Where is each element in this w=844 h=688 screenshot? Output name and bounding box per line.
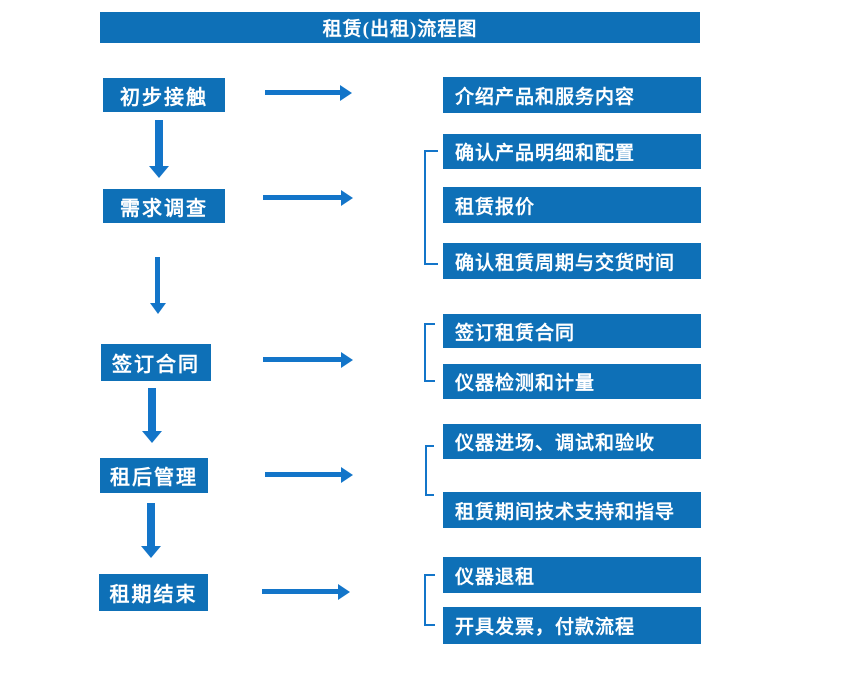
output-box-instrument-inspection: 仪器检测和计量 xyxy=(443,364,701,399)
group-bracket-post-rental xyxy=(425,445,434,496)
output-box-introduce-products: 介绍产品和服务内容 xyxy=(443,77,701,113)
output-box-instrument-return: 仪器退租 xyxy=(443,557,701,593)
group-bracket-rental-end xyxy=(424,574,435,626)
stage-box-rental-end: 租期结束 xyxy=(99,574,208,611)
output-box-confirm-rental-period: 确认租赁周期与交货时间 xyxy=(443,243,701,279)
flow-arrow-right-4 xyxy=(265,467,353,483)
stage-box-post-rental-management: 租后管理 xyxy=(100,458,208,493)
output-box-confirm-product-details: 确认产品明细和配置 xyxy=(443,134,701,169)
arrow-stem xyxy=(148,388,156,432)
flow-arrow-right-1 xyxy=(265,85,352,101)
output-box-sign-rental-contract: 签订租赁合同 xyxy=(443,314,701,348)
flow-arrow-down-1 xyxy=(149,120,169,178)
stage-box-initial-contact: 初步接触 xyxy=(103,78,225,112)
arrow-head xyxy=(338,584,350,600)
arrow-head xyxy=(340,85,352,101)
arrow-head xyxy=(150,303,166,314)
arrow-stem xyxy=(265,90,341,95)
flow-arrow-down-4 xyxy=(141,503,161,558)
group-bracket-demand-survey xyxy=(424,150,438,265)
arrow-stem xyxy=(155,257,160,303)
arrow-stem xyxy=(155,120,163,167)
stage-box-sign-contract: 签订合同 xyxy=(101,344,211,381)
arrow-stem xyxy=(263,357,342,362)
flow-arrow-right-2 xyxy=(263,190,353,206)
stage-box-demand-survey: 需求调查 xyxy=(103,189,225,223)
arrow-stem xyxy=(263,195,342,200)
output-box-rental-quote: 租赁报价 xyxy=(443,187,701,223)
flow-arrow-right-5 xyxy=(262,584,350,600)
arrow-stem xyxy=(147,503,155,547)
group-bracket-sign-contract xyxy=(424,323,435,382)
arrow-head xyxy=(149,166,169,178)
arrow-head xyxy=(341,467,353,483)
output-box-instrument-setup-acceptance: 仪器进场、调试和验收 xyxy=(443,424,701,459)
arrow-stem xyxy=(262,589,339,594)
output-box-rental-tech-support: 租赁期间技术支持和指导 xyxy=(443,492,701,528)
flow-arrow-down-3 xyxy=(142,388,162,443)
flow-arrow-right-3 xyxy=(263,352,353,368)
diagram-title: 租赁(出租)流程图 xyxy=(100,12,700,43)
arrow-head xyxy=(341,190,353,206)
arrow-head xyxy=(142,431,162,443)
flow-arrow-down-2 xyxy=(148,257,168,314)
arrow-head xyxy=(141,546,161,558)
arrow-stem xyxy=(265,472,342,477)
output-box-invoice-payment: 开具发票，付款流程 xyxy=(443,607,701,644)
arrow-head xyxy=(341,352,353,368)
